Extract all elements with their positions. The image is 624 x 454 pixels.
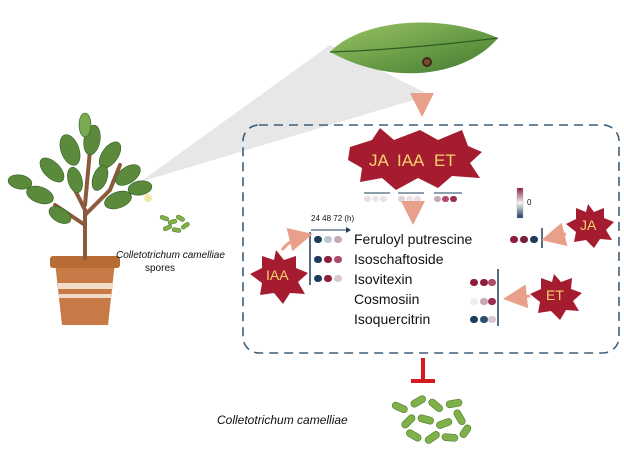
arrow-iaa — [280, 228, 313, 252]
arrow-ja — [541, 222, 568, 247]
hormone-label-iaa-top: IAA — [397, 151, 425, 170]
hormone-label-et-top: ET — [434, 151, 456, 170]
zoom-projection — [140, 45, 430, 182]
hormone-label-iaa-left: IAA — [266, 267, 289, 283]
compound-cosmosiin: Cosmosiin — [354, 291, 420, 307]
compound-isovitexin: Isovitexin — [354, 271, 413, 287]
hormone-star-et — [530, 274, 582, 320]
arrow-et — [503, 284, 531, 309]
plant-pot — [50, 256, 120, 325]
et-heatmap — [470, 269, 499, 326]
pathogen-label-bottom: Colletotrichum camelliae — [217, 413, 348, 427]
hormone-star-top — [348, 128, 482, 190]
color-scale-zero: 0 — [527, 198, 532, 207]
hormone-star-iaa — [250, 250, 308, 304]
compound-isoquercitrin: Isoquercitrin — [354, 311, 431, 327]
compound-feruloyl-putrescine: Feruloyl putrescine — [354, 231, 473, 247]
inhibition-symbol — [411, 358, 435, 383]
spore-cluster-small — [159, 214, 190, 233]
spore-cluster-large — [391, 395, 472, 444]
mechanism-box — [242, 124, 620, 354]
iaa-heatmap — [309, 232, 342, 285]
plant-bud — [144, 194, 152, 202]
color-scale — [516, 187, 524, 219]
infected-leaf — [329, 22, 499, 74]
hormone-label-ja-top: JA — [369, 151, 389, 170]
hormone-label-et-right: ET — [546, 287, 564, 303]
spores-label: spores — [145, 263, 176, 274]
pathogen-label-top: Colletotrichum camelliae — [116, 250, 225, 261]
ja-heatmap — [510, 228, 543, 248]
compound-isoschaftoside: Isoschaftoside — [354, 251, 444, 267]
plant-leaves — [7, 112, 153, 224]
timepoints-label: 24 48 72 (h) — [311, 214, 355, 223]
hormone-star-ja — [566, 204, 614, 248]
top-heatmap — [364, 192, 462, 202]
hormone-label-ja-right: JA — [580, 217, 597, 233]
